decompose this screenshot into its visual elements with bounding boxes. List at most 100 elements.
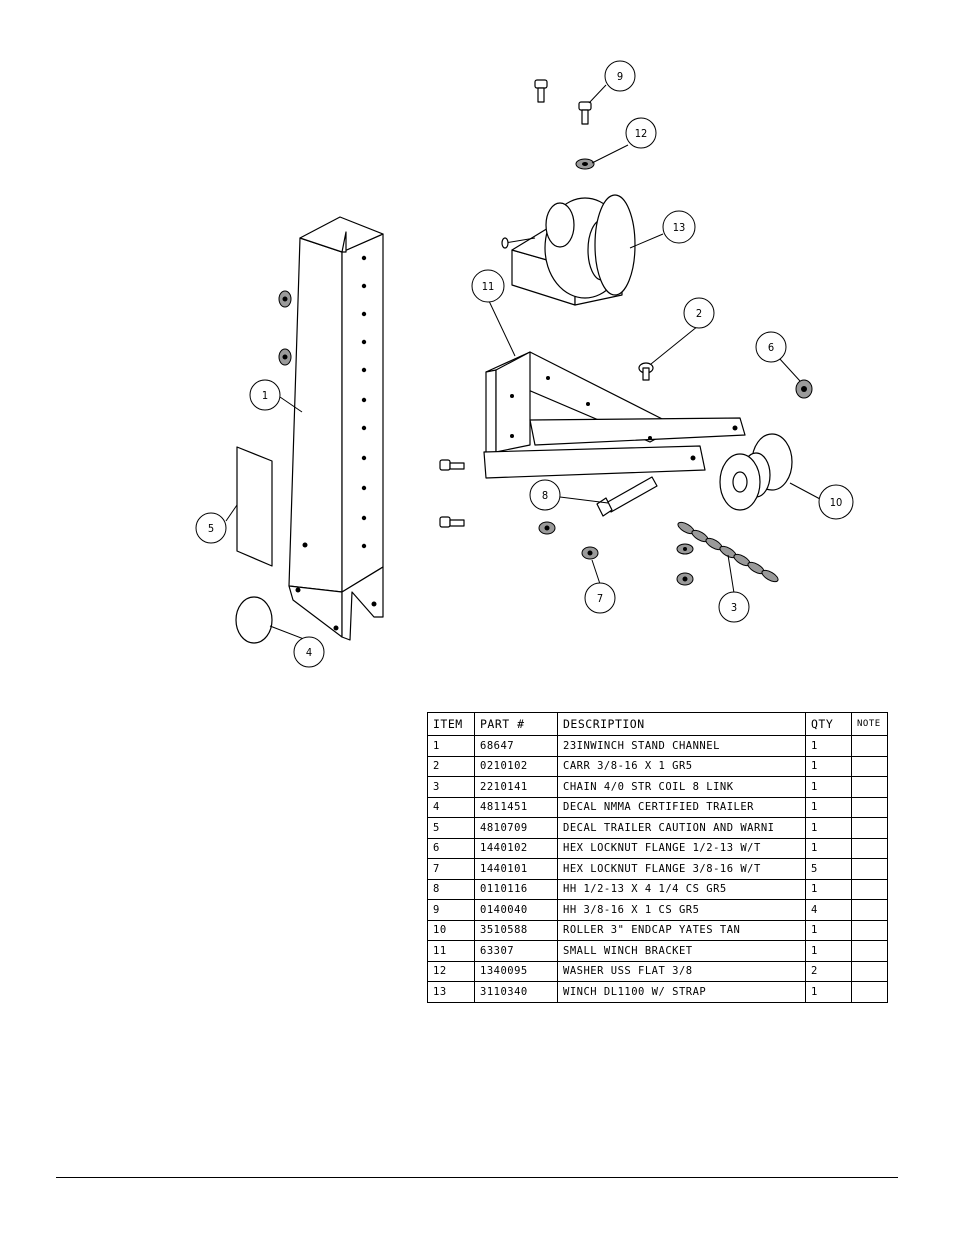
svg-text:8: 8 (542, 489, 548, 502)
table-row: 10 3510588 ROLLER 3" ENDCAP YATES TAN 1 (427, 919, 888, 941)
table-row: 2 0210102 CARR 3/8-16 X 1 GR5 1 (427, 755, 888, 777)
item-balloon-1: 1 (249, 379, 281, 411)
locknut-part (538, 521, 694, 586)
cell-qty: 1 (805, 919, 852, 941)
svg-text:7: 7 (597, 592, 603, 605)
table-row: 1 68647 23INWINCH STAND CHANNEL 1 (427, 735, 888, 757)
cell-part-number: 3110340 (474, 981, 558, 1003)
cell-note (851, 981, 888, 1003)
svg-text:10: 10 (830, 496, 843, 509)
cell-item: 9 (427, 899, 475, 921)
item-balloon-12: 12 (625, 117, 657, 149)
footer-divider (56, 1177, 898, 1178)
cell-description: CARR 3/8-16 X 1 GR5 (557, 755, 806, 777)
cell-description: DECAL TRAILER CAUTION AND WARNI (557, 817, 806, 839)
table-row: 5 4810709 DECAL TRAILER CAUTION AND WARN… (427, 817, 888, 839)
cell-description: HEX LOCKNUT FLANGE 3/8-16 W/T (557, 858, 806, 880)
item-balloon-9: 9 (604, 60, 636, 92)
item-balloon-2: 2 (683, 297, 715, 329)
cell-part-number: 4810709 (474, 817, 558, 839)
table-row: 4 4811451 DECAL NMMA CERTIFIED TRAILER 1 (427, 796, 888, 818)
cell-note (851, 817, 888, 839)
item-balloon-11: 11 (471, 269, 505, 303)
column-header-description: DESCRIPTION (557, 712, 806, 736)
item-balloon-10: 10 (818, 484, 854, 520)
table-row: 6 1440102 HEX LOCKNUT FLANGE 1/2-13 W/T … (427, 837, 888, 859)
svg-text:1: 1 (262, 389, 268, 402)
cell-qty: 1 (805, 817, 852, 839)
cell-description: HH 1/2-13 X 4 1/4 CS GR5 (557, 878, 806, 900)
cell-part-number: 3510588 (474, 919, 558, 941)
cell-note (851, 858, 888, 880)
cell-item: 2 (427, 755, 475, 777)
table-row: 12 1340095 WASHER USS FLAT 3/8 2 (427, 960, 888, 982)
cell-qty: 1 (805, 735, 852, 757)
cell-description: 23INWINCH STAND CHANNEL (557, 735, 806, 757)
cell-item: 10 (427, 919, 475, 941)
cell-item: 13 (427, 981, 475, 1003)
cell-qty: 2 (805, 960, 852, 982)
cell-part-number: 1440102 (474, 837, 558, 859)
bill-of-materials-table: ITEM PART # DESCRIPTION QTY NOTE 1 68647… (427, 712, 888, 1003)
caution-decal-part (236, 446, 273, 567)
cell-description: WASHER USS FLAT 3/8 (557, 960, 806, 982)
cell-item: 1 (427, 735, 475, 757)
half-inch-locknut-part (795, 379, 813, 399)
chain-part (677, 521, 779, 583)
cell-note (851, 878, 888, 900)
svg-text:6: 6 (768, 341, 774, 354)
stand-channel-part (288, 216, 384, 641)
svg-text:9: 9 (617, 70, 623, 83)
winch-bracket-part (483, 351, 746, 479)
bolt-part (439, 459, 465, 528)
table-row: 13 3110340 WINCH DL1100 W/ STRAP 1 (427, 981, 888, 1003)
locknut-part (278, 290, 292, 366)
item-balloon-3: 3 (718, 591, 750, 623)
column-header-part-number: PART # (474, 712, 558, 736)
svg-text:4: 4 (306, 646, 312, 659)
cell-part-number: 2210141 (474, 776, 558, 798)
nmma-decal-part (235, 596, 273, 644)
cell-description: DECAL NMMA CERTIFIED TRAILER (557, 796, 806, 818)
item-balloon-4: 4 (293, 636, 325, 668)
cell-note (851, 837, 888, 859)
cell-qty: 1 (805, 878, 852, 900)
cell-part-number: 0140040 (474, 899, 558, 921)
item-balloon-8: 8 (529, 479, 561, 511)
column-header-note: NOTE (851, 712, 888, 736)
bolt-part (534, 79, 592, 125)
exploded-assembly-drawing: 1 2 3 4 5 6 7 8 9 10 11 12 13 (195, 60, 854, 668)
svg-text:5: 5 (208, 522, 214, 535)
svg-text:3: 3 (731, 601, 737, 614)
roller-part (719, 433, 793, 511)
washer-part (575, 158, 595, 170)
cell-note (851, 899, 888, 921)
cell-description: CHAIN 4/0 STR COIL 8 LINK (557, 776, 806, 798)
cell-note (851, 940, 888, 962)
cell-description: SMALL WINCH BRACKET (557, 940, 806, 962)
cell-qty: 1 (805, 940, 852, 962)
column-header-qty: QTY (805, 712, 852, 736)
column-header-item: ITEM (427, 712, 475, 736)
cell-part-number: 4811451 (474, 796, 558, 818)
cell-item: 4 (427, 796, 475, 818)
table-row: 8 0110116 HH 1/2-13 X 4 1/4 CS GR5 1 (427, 878, 888, 900)
item-balloon-6: 6 (755, 331, 787, 363)
cell-note (851, 755, 888, 777)
cell-part-number: 1340095 (474, 960, 558, 982)
cell-qty: 5 (805, 858, 852, 880)
cell-note (851, 919, 888, 941)
cell-part-number: 0210102 (474, 755, 558, 777)
cell-description: HEX LOCKNUT FLANGE 1/2-13 W/T (557, 837, 806, 859)
table-header-row: ITEM PART # DESCRIPTION QTY NOTE (427, 712, 888, 736)
svg-text:11: 11 (482, 280, 495, 293)
cell-part-number: 1440101 (474, 858, 558, 880)
cell-description: ROLLER 3" ENDCAP YATES TAN (557, 919, 806, 941)
cell-qty: 1 (805, 981, 852, 1003)
carriage-bolt-part (638, 362, 654, 381)
cell-qty: 1 (805, 776, 852, 798)
cell-item: 11 (427, 940, 475, 962)
table-row: 11 63307 SMALL WINCH BRACKET 1 (427, 940, 888, 962)
table-row: 9 0140040 HH 3/8-16 X 1 CS GR5 4 (427, 899, 888, 921)
svg-text:12: 12 (635, 127, 648, 140)
